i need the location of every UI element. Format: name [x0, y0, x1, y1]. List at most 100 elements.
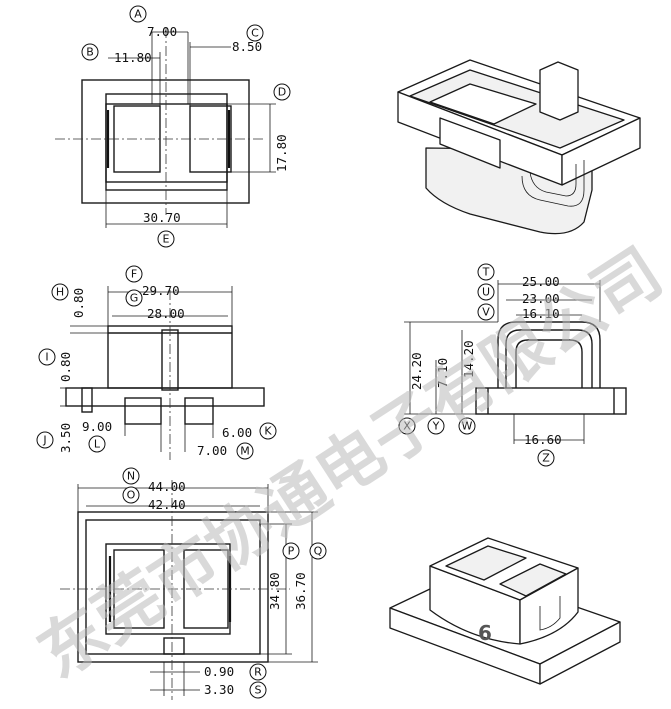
tag-n: N — [122, 467, 140, 485]
dim-t-value: 25.00 — [522, 274, 560, 289]
svg-text:T: T — [482, 266, 490, 279]
iso-core-slot-inner — [529, 164, 577, 197]
tag-v: V — [477, 303, 495, 321]
dim-s-value: 3.30 — [204, 682, 234, 697]
front-base — [65, 387, 265, 407]
dim-y-value: 7.10 — [435, 358, 450, 388]
iso-post — [539, 61, 579, 121]
front-foot-right — [184, 397, 214, 425]
svg-text:K: K — [264, 425, 272, 438]
view-iso-assembly — [389, 537, 621, 685]
side-base — [475, 387, 627, 415]
tag-r: R — [249, 663, 267, 681]
dim-p-value: 34.80 — [267, 572, 282, 610]
iso-core-slot — [521, 160, 585, 207]
tag-c: C — [246, 24, 264, 42]
tag-o: O — [122, 486, 140, 504]
dim-v-value: 16.10 — [522, 306, 560, 321]
view-top: 7.00 11.80 8.50 17.80 30.70 A B C D E — [55, 5, 291, 248]
bottom-outer — [77, 511, 269, 663]
dim-q-value: 36.70 — [293, 572, 308, 610]
tag-i: I — [38, 348, 56, 366]
svg-text:Q: Q — [314, 545, 323, 558]
svg-text:A: A — [134, 8, 142, 21]
dim-d-value: 17.80 — [274, 134, 289, 172]
svg-text:R: R — [254, 666, 262, 679]
iso-side-face — [561, 117, 641, 186]
tag-j: J — [36, 431, 54, 449]
page-number: 6 — [478, 621, 492, 645]
dim-c-value: 8.50 — [232, 39, 262, 54]
tag-u: U — [477, 283, 495, 301]
tag-d: D — [273, 83, 291, 101]
svg-text:U: U — [482, 286, 490, 299]
view-front: 29.70 28.00 0.80 0.80 3.50 6.00 9.00 7.0… — [36, 265, 277, 460]
tag-t: T — [477, 263, 495, 281]
iso-left-window — [429, 83, 537, 125]
svg-text:N: N — [127, 470, 135, 483]
svg-text:W: W — [462, 420, 473, 433]
dim-o-value: 42.40 — [148, 497, 186, 512]
svg-text:J: J — [42, 434, 46, 447]
svg-text:E: E — [163, 233, 170, 246]
dim-w-value: 14.20 — [461, 340, 476, 378]
svg-text:X: X — [403, 420, 411, 433]
dim-i-value: 0.80 — [58, 352, 73, 382]
tag-w: W — [458, 417, 476, 435]
front-pin-left — [81, 387, 93, 413]
svg-text:G: G — [130, 292, 139, 305]
tag-x: X — [398, 417, 416, 435]
view-bottom: 44.00 42.40 34.80 36.70 0.90 3.30 N O P … — [60, 467, 327, 700]
side-inner-arch — [515, 339, 583, 388]
dim-x-value: 24.20 — [409, 352, 424, 390]
dim-j-value: 3.50 — [58, 423, 73, 453]
dim-n-value: 44.00 — [148, 479, 186, 494]
iso-window-right — [499, 563, 567, 597]
dim-r-value: 0.90 — [204, 664, 234, 679]
tag-m: M — [236, 442, 254, 460]
iso-inner-wall — [439, 117, 501, 169]
dim-k-value: 6.00 — [222, 425, 252, 440]
svg-text:P: P — [288, 545, 295, 558]
iso-slot — [539, 596, 561, 631]
svg-text:H: H — [56, 286, 64, 299]
svg-text:C: C — [251, 27, 259, 40]
tag-s: S — [249, 681, 267, 699]
tag-z: Z — [537, 449, 555, 467]
dim-u-value: 23.00 — [522, 291, 560, 306]
svg-text:V: V — [482, 306, 490, 319]
svg-text:S: S — [255, 684, 262, 697]
tag-y: Y — [427, 417, 445, 435]
tag-p: P — [282, 542, 300, 560]
svg-text:I: I — [45, 351, 48, 364]
tag-k: K — [259, 422, 277, 440]
tag-q: Q — [309, 542, 327, 560]
tag-b: B — [81, 43, 99, 61]
dim-f-value: 29.70 — [142, 283, 180, 298]
dim-b-value: 11.80 — [114, 50, 152, 65]
iso-body-right — [519, 567, 579, 645]
view-side: 25.00 23.00 16.10 24.20 7.10 14.20 16.60… — [398, 263, 627, 467]
front-foot-left — [124, 397, 162, 425]
flange-inner — [105, 103, 228, 183]
dim-l-value: 9.00 — [82, 419, 112, 434]
side-outer-arch — [497, 321, 601, 388]
tag-h: H — [51, 283, 69, 301]
side-mid-arch — [505, 329, 593, 388]
outer-frame — [81, 79, 250, 204]
iso-window-left — [445, 545, 527, 581]
svg-text:M: M — [240, 445, 250, 458]
svg-text:O: O — [127, 489, 136, 502]
svg-text:Z: Z — [542, 452, 550, 465]
tag-l: L — [88, 435, 106, 453]
svg-text:D: D — [278, 86, 286, 99]
bottom-notch — [163, 637, 185, 655]
svg-text:Y: Y — [432, 420, 440, 433]
dim-a-value: 7.00 — [147, 24, 177, 39]
svg-text:B: B — [86, 46, 94, 59]
dim-m-value: 7.00 — [197, 443, 227, 458]
view-iso-bobbin — [397, 59, 641, 235]
tag-a: A — [129, 5, 147, 23]
svg-text:L: L — [94, 438, 101, 451]
